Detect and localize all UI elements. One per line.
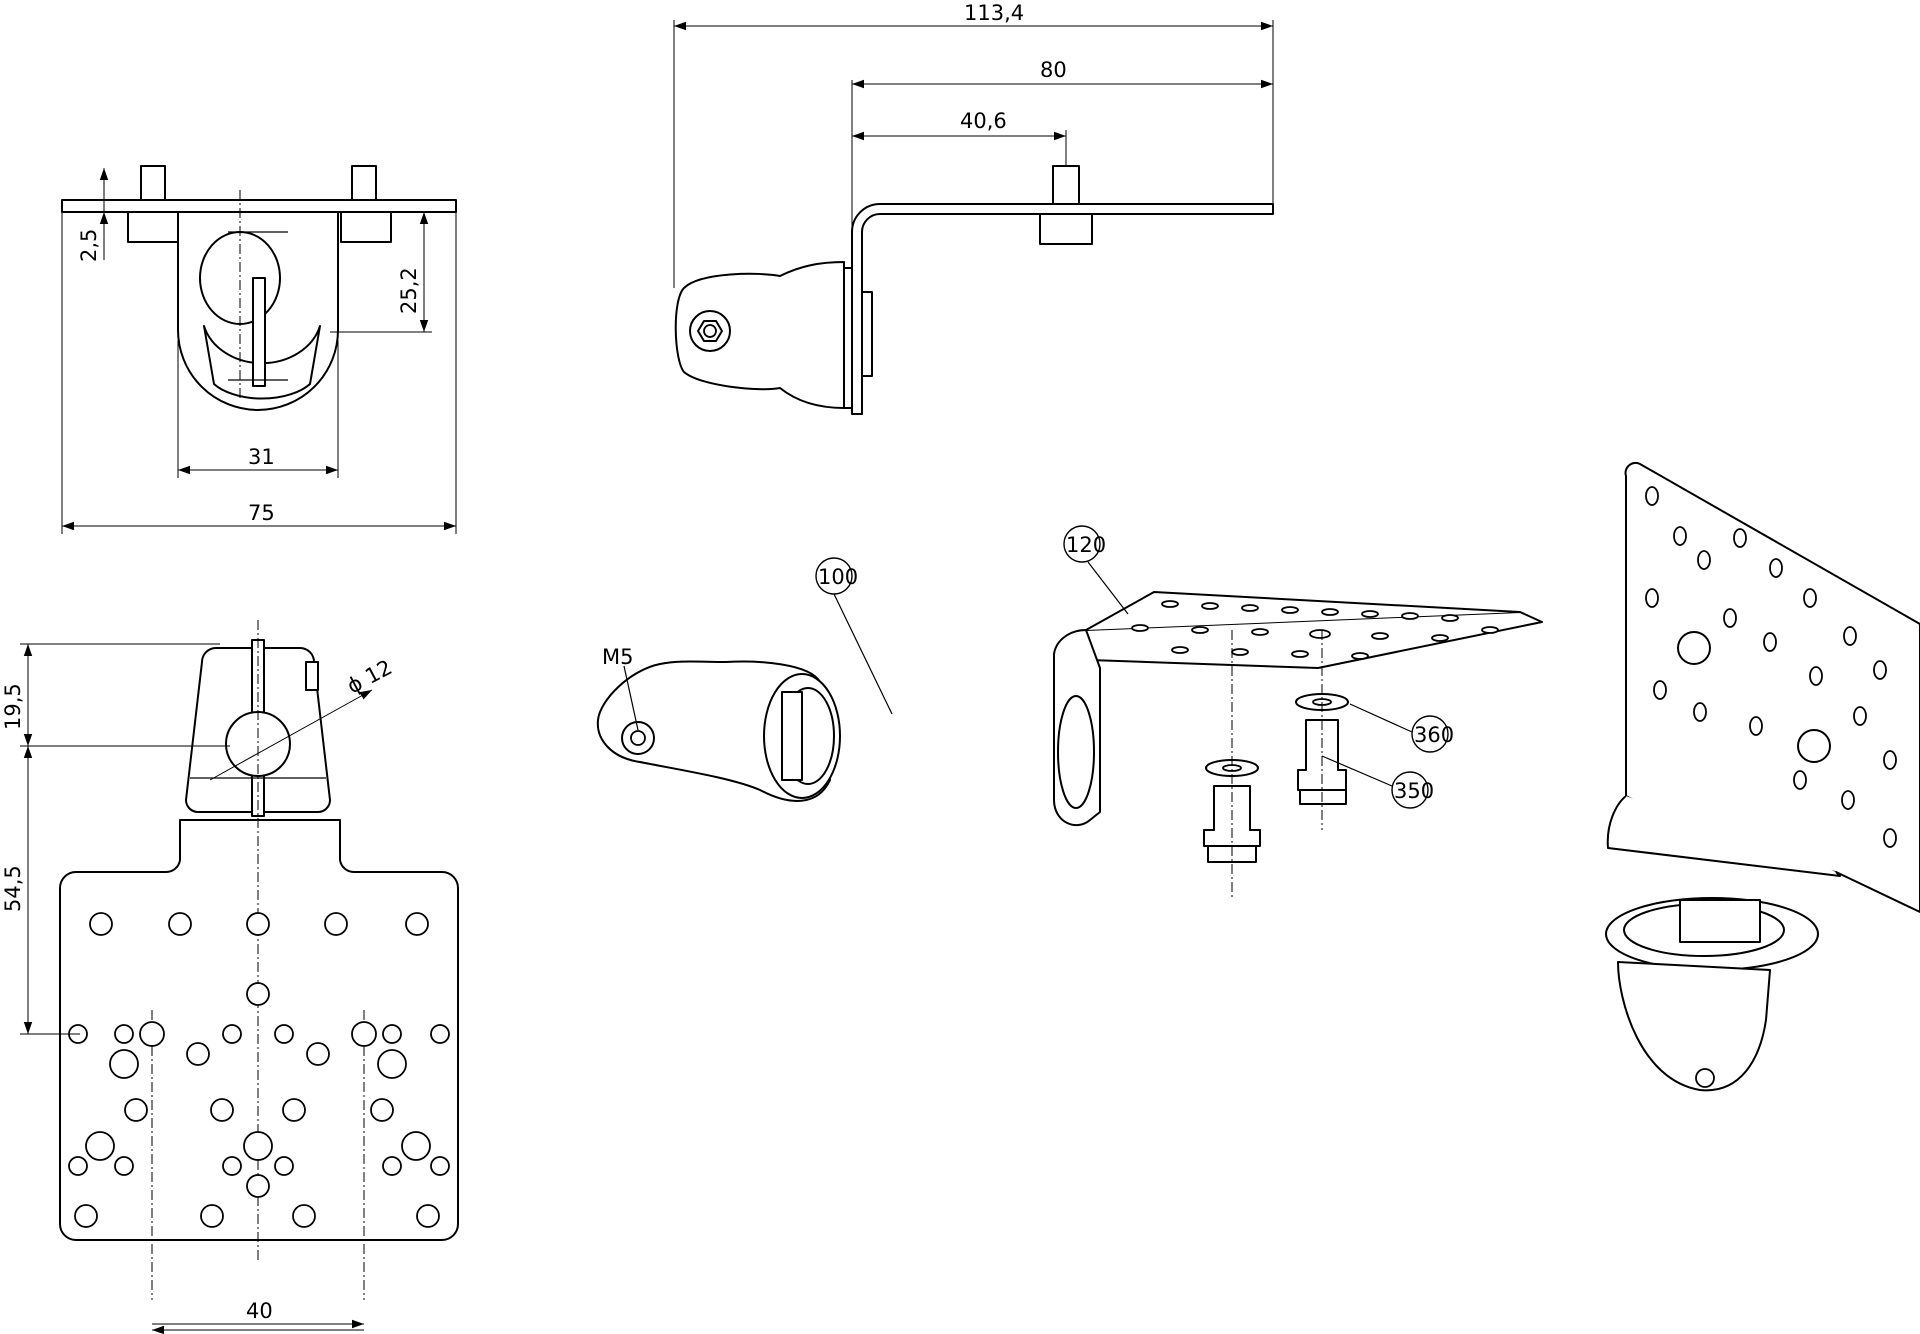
assembly-plate-holes — [1645, 486, 1897, 848]
callout-350: 350 — [1394, 779, 1434, 803]
bolt-right — [340, 165, 392, 243]
dim-top-inner: 31 — [248, 445, 275, 469]
dim-front-19: 19,5 — [1, 683, 25, 730]
dim-top-width: 75 — [248, 501, 275, 525]
callout-120: 120 — [1066, 533, 1106, 557]
bolt-left — [127, 165, 179, 243]
callout-thread: M5 — [602, 645, 633, 669]
part-120-bracket — [1053, 591, 1543, 827]
top-view: 2,5 25,2 31 75 — [61, 165, 457, 534]
part-360-washer — [1205, 693, 1349, 777]
front-view: 19,5 54,5 ϕ 12 40 — [1, 620, 459, 1330]
part-350-screw — [1203, 719, 1347, 863]
dim-side-total: 113,4 — [964, 1, 1024, 25]
assembly-view — [1605, 461, 1920, 1092]
callout-360: 360 — [1414, 723, 1454, 747]
dim-side-80: 80 — [1040, 58, 1067, 82]
plate-holes — [68, 912, 450, 1228]
dim-side-40: 40,6 — [960, 109, 1007, 133]
exploded-view: 100 120 360 350 M5 — [596, 525, 1543, 900]
dim-front-54: 54,5 — [1, 865, 25, 912]
bracket-holes — [1131, 600, 1499, 660]
dim-top-height: 25,2 — [397, 267, 421, 314]
dim-top-thickness: 2,5 — [77, 229, 101, 262]
dim-front-40: 40 — [246, 1299, 273, 1323]
side-view: 113,4 80 40,6 — [673, 1, 1274, 415]
callout-100: 100 — [818, 565, 858, 589]
part-100-clamp — [596, 660, 841, 802]
